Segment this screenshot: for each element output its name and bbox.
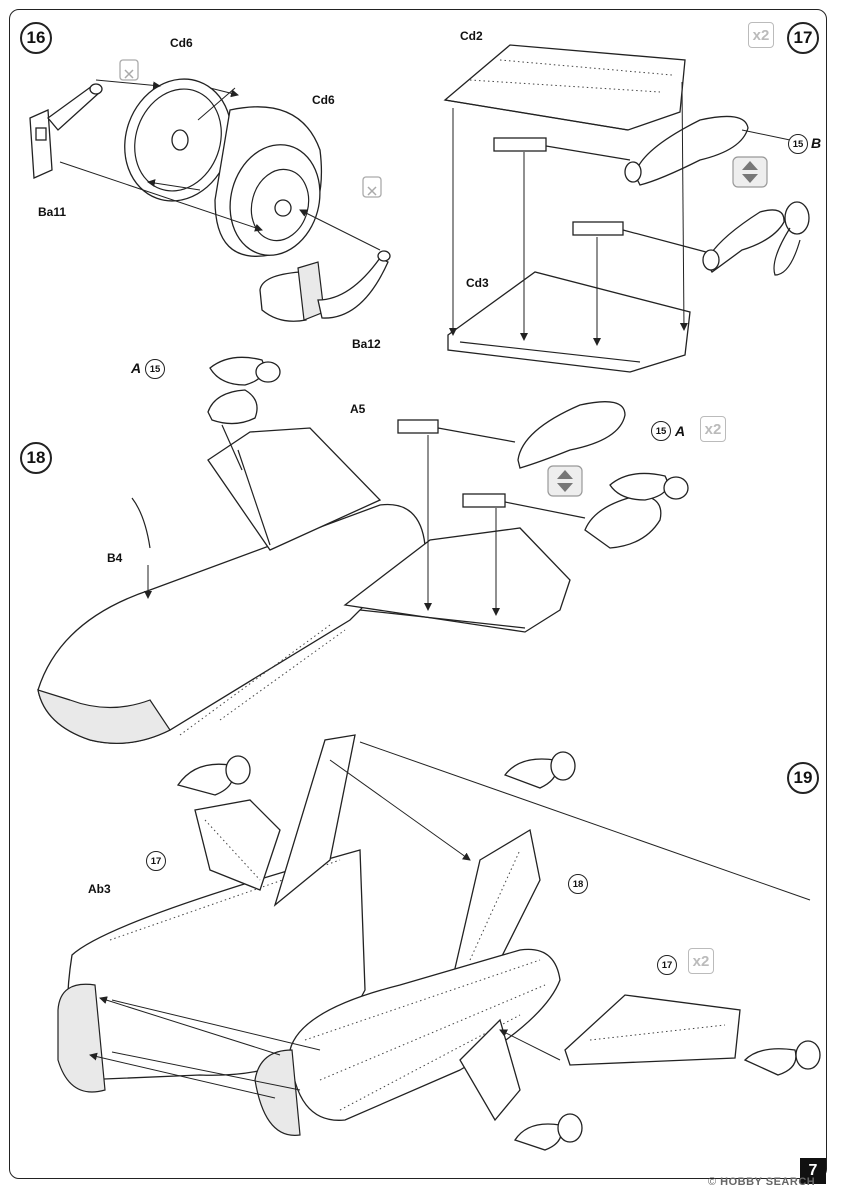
label-cd3: Cd3 <box>466 276 489 290</box>
step-17-badge: 17 <box>787 22 819 54</box>
pods-step19 <box>176 751 821 1151</box>
ref-step-15-badge: 15 <box>145 359 165 379</box>
step-19-badge: 19 <box>787 762 819 794</box>
horn-rod-lower <box>572 201 810 276</box>
label-ba11: Ba11 <box>38 205 67 219</box>
horizontal-stabilizer-drawing <box>343 527 571 633</box>
step17-stabilizer-assembly <box>443 44 810 373</box>
part-a5-drawing <box>207 427 382 551</box>
quantity-x2-badge: x2 <box>748 22 774 48</box>
no-glue-icon <box>119 59 382 198</box>
vertical-fin-left-drawing <box>273 734 356 907</box>
part-ba12-drawing <box>259 250 391 322</box>
label-a5: A5 <box>350 402 366 416</box>
part-b4-drawing <box>131 497 151 549</box>
rear-fuselage-assembled-drawing <box>289 948 561 1121</box>
ref-step-18-badge: 18 <box>568 874 588 894</box>
label-ab3: Ab3 <box>88 882 111 896</box>
stabilizer-17-right-drawing <box>564 994 741 1066</box>
flip-over-icon <box>547 156 768 497</box>
quantity-x2-badge: x2 <box>700 416 726 442</box>
lower-stabilizer-drawing <box>459 1018 521 1122</box>
side-letter-a: A <box>131 360 142 376</box>
horn-rod-upper <box>493 115 749 186</box>
step16-wheel-assembly <box>29 78 391 322</box>
pod-top-left <box>207 356 281 471</box>
label-cd6: Cd6 <box>170 36 193 50</box>
quantity-x2-badge: x2 <box>688 948 714 974</box>
side-letter-a: A <box>675 423 686 439</box>
part-cd2-drawing <box>443 44 686 131</box>
part-ba11-drawing <box>29 83 103 179</box>
step-16-badge: 16 <box>20 22 52 54</box>
part-cd6-wheel-half-2 <box>214 106 323 257</box>
watermark-brand: HOBBY SEARCH <box>720 1176 816 1188</box>
ref-step-17-badge: 17 <box>657 955 677 975</box>
label-ba12: Ba12 <box>352 337 381 351</box>
step19-tail-assembly <box>57 734 821 1151</box>
label-cd2: Cd2 <box>460 29 483 43</box>
page-frame <box>9 9 827 1179</box>
pod-right <box>397 401 689 549</box>
page-number: 7 <box>800 1158 826 1184</box>
watermark: © HOBBY SEARCH <box>708 1176 815 1188</box>
step18-fuselage-assembly <box>37 356 689 744</box>
ref-step-15-badge: 15 <box>788 134 808 154</box>
side-letter-b: B <box>811 135 822 151</box>
label-cd6: Cd6 <box>312 93 335 107</box>
step-18-badge: 18 <box>20 442 52 474</box>
copyright-symbol: © <box>708 1176 717 1188</box>
label-b4: B4 <box>107 551 123 565</box>
ref-step-17-badge: 17 <box>146 851 166 871</box>
ref-step-15-badge: 15 <box>651 421 671 441</box>
stabilizer-17-left-drawing <box>194 799 281 891</box>
